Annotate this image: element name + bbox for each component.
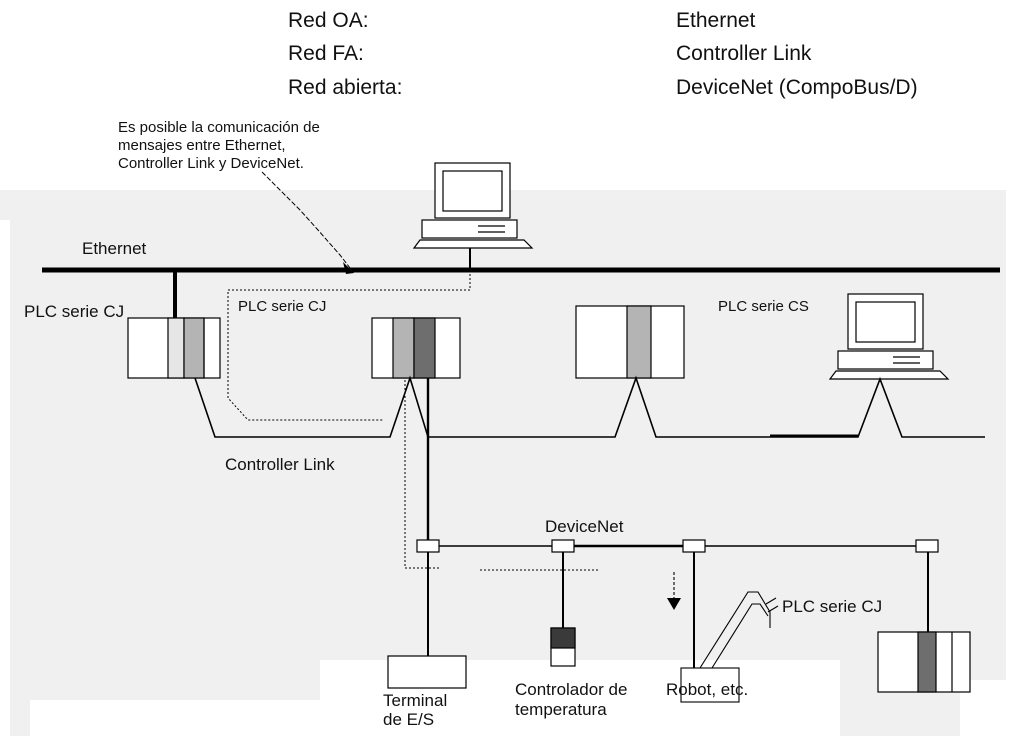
network-types-list: Red OA: Ethernet Red FA: Controller Link… (288, 9, 918, 99)
controller-link-label: Controller Link (225, 455, 335, 474)
callout-line-3: Controller Link y DeviceNet. (118, 155, 304, 172)
plc-cj-right-label: PLC serie CJ (782, 597, 882, 616)
callout-line-2: mensajes entre Ethernet, (118, 137, 286, 154)
plc-cj-center (371, 317, 461, 379)
devicenet-label: DeviceNet (545, 517, 624, 536)
message-callout: Es posible la comunicación de mensajes e… (118, 119, 320, 172)
header-value-open: DeviceNet (CompoBus/D) (676, 76, 918, 99)
io-terminal-label-2: de E/S (383, 710, 434, 729)
header-value-fa: Controller Link (676, 42, 812, 65)
header-label-oa: Red OA: (288, 9, 369, 32)
io-terminal-label-1: Terminal (383, 691, 447, 710)
message-route-dotted (227, 270, 600, 571)
io-terminal (387, 655, 467, 689)
robot-icon (667, 552, 779, 703)
controller-link-bus (194, 375, 985, 438)
plc-cj-center-label: PLC serie CJ (238, 298, 326, 315)
plc-cj-right (877, 631, 971, 693)
header-value-oa: Ethernet (676, 9, 756, 32)
temperature-controller (550, 627, 576, 667)
computer-top-icon (412, 162, 534, 270)
header-label-fa: Red FA: (288, 42, 364, 65)
plc-cj-left-label: PLC serie CJ (24, 302, 124, 321)
computer-right-icon (828, 293, 950, 380)
plc-cs-label: PLC serie CS (718, 298, 809, 315)
temperature-controller-label-1: Controlador de (515, 680, 627, 699)
plc-cj-left (127, 317, 221, 379)
ethernet-label: Ethernet (82, 239, 147, 258)
plc-cs (575, 305, 685, 379)
header-label-open: Red abierta: (288, 76, 402, 99)
callout-line-1: Es posible la comunicación de (118, 119, 320, 136)
robot-label: Robot, etc. (666, 680, 748, 699)
temperature-controller-label-2: temperatura (515, 700, 607, 719)
